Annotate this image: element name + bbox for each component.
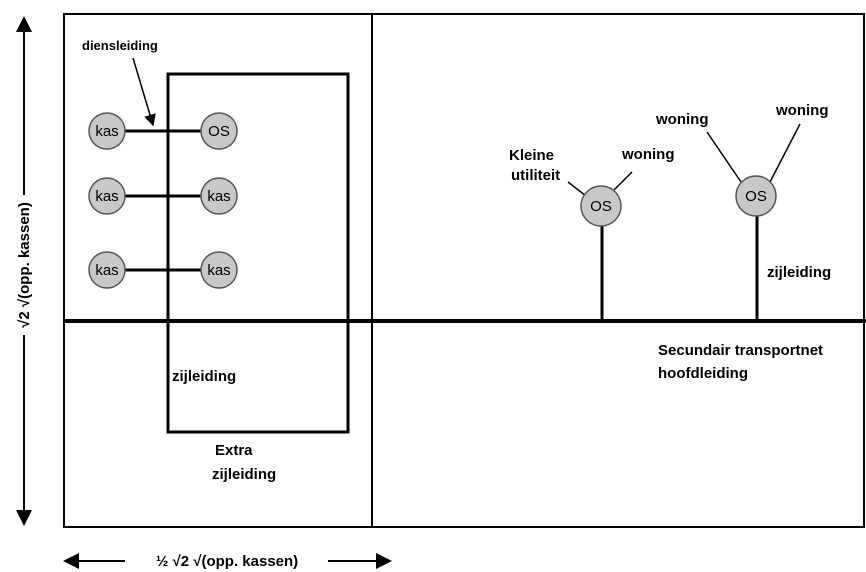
kleine-utiliteit-label-line1: Kleine	[509, 147, 554, 164]
connection-woning-1	[613, 171, 633, 191]
secundair-transportnet-label-line1: Secundair transportnet	[658, 342, 823, 359]
connection-woning-2	[706, 131, 742, 183]
woning-label: woning	[655, 111, 709, 128]
connection-woning-3	[769, 123, 801, 183]
y-dimension-label: √2 √(opp. kassen)	[16, 202, 33, 328]
os-node: OS	[200, 112, 238, 150]
kas-node: kas	[200, 177, 238, 215]
svg-text:kas: kas	[95, 188, 118, 205]
svg-text:kas: kas	[207, 188, 230, 205]
zijleiding-right-label: zijleiding	[767, 264, 831, 281]
kleine-utiliteit-label-line2: utiliteit	[511, 167, 560, 184]
secundair-transportnet-label-line2: hoofdleiding	[658, 365, 748, 382]
woning-label: woning	[621, 146, 675, 163]
kas-node: kas	[200, 251, 238, 289]
x-dimension-label: ½ √2 √(opp. kassen)	[156, 553, 298, 570]
extra-zijleiding-box	[166, 72, 350, 434]
svg-text:OS: OS	[208, 123, 230, 140]
os-node: OS	[735, 175, 777, 217]
extra-zijleiding-label-line1: Extra	[215, 442, 253, 459]
os-node: OS	[580, 185, 622, 227]
woning-label: woning	[775, 102, 829, 119]
extra-zijleiding-label-line2: zijleiding	[212, 466, 276, 483]
dienstleiding-label: diensleiding	[82, 38, 158, 53]
connection-utiliteit	[567, 181, 587, 197]
svg-text:kas: kas	[95, 123, 118, 140]
svg-text:OS: OS	[590, 198, 612, 215]
dienstleiding-pointer-arrow	[132, 57, 156, 127]
outer-frame	[63, 13, 865, 528]
kas-node: kas	[88, 112, 126, 150]
svg-text:kas: kas	[95, 262, 118, 279]
zijleiding-left-label: zijleiding	[172, 368, 236, 385]
kas-node: kas	[88, 251, 126, 289]
svg-text:OS: OS	[745, 188, 767, 205]
svg-text:kas: kas	[207, 262, 230, 279]
kas-node: kas	[88, 177, 126, 215]
